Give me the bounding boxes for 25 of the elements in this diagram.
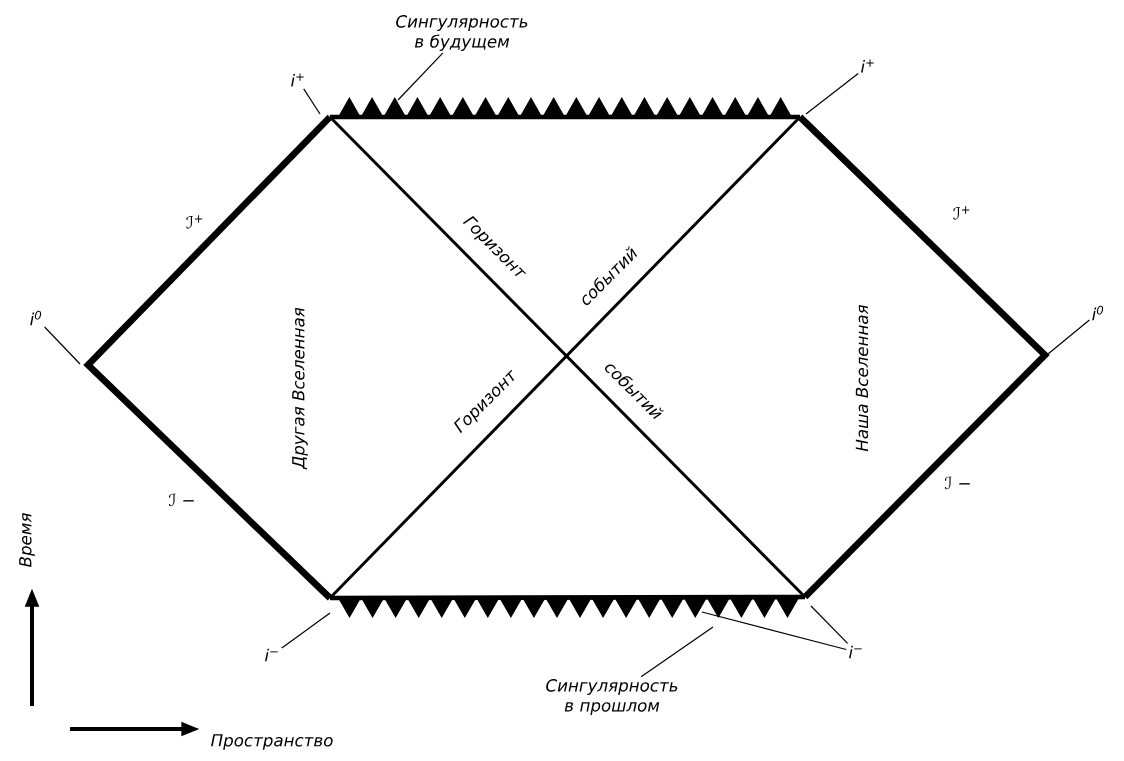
- leader-line: [397, 52, 444, 101]
- singularity-label: Сингулярность в прошлом: [546, 679, 678, 715]
- point-label: i$^{−}$: [849, 645, 862, 659]
- leader-line: [303, 88, 321, 115]
- null-infinity-label: ℐ −: [944, 476, 970, 490]
- leader-line: [281, 612, 331, 649]
- leader-line: [805, 73, 859, 115]
- axis-label: Время: [19, 513, 35, 567]
- point-label: i$^{0}$: [1092, 305, 1104, 321]
- leader-line: [44, 326, 81, 365]
- leader-line: [1047, 319, 1090, 355]
- leader-line: [701, 611, 847, 651]
- leader-line: [640, 626, 714, 678]
- null-infinity-label: ℐ −: [168, 493, 194, 507]
- axis-label: Пространство: [211, 734, 333, 750]
- leader-line: [810, 605, 849, 644]
- null-infinity-label: ℐ$^{+}$: [186, 215, 203, 229]
- point-label: i$^{+}$: [861, 59, 874, 73]
- point-label: i$^{−}$: [265, 648, 278, 662]
- point-label: i$^{0}$: [30, 310, 42, 326]
- region-label: Другая Вселенная: [292, 307, 308, 470]
- null-infinity-label: ℐ$^{+}$: [953, 206, 970, 220]
- singularity-label: Сингулярность в будущем: [396, 15, 528, 51]
- region-label: Наша Вселенная: [855, 304, 869, 452]
- point-label: i$^{+}$: [291, 73, 304, 87]
